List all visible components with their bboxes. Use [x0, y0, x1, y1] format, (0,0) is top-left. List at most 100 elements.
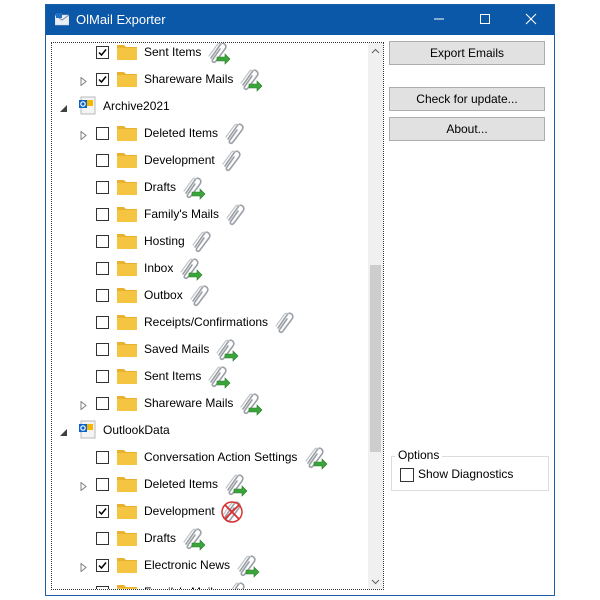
folder-checkbox[interactable] — [96, 235, 109, 248]
check-for-update-button[interactable]: Check for update... — [389, 87, 545, 111]
folder-checkbox[interactable] — [96, 370, 109, 383]
expand-arrow-icon[interactable] — [80, 129, 88, 141]
folder-checkbox[interactable] — [96, 343, 109, 356]
folder-checkbox[interactable] — [96, 289, 109, 302]
tree-folder-node[interactable]: Drafts — [52, 525, 368, 552]
folder-checkbox[interactable] — [96, 181, 109, 194]
folder-checkbox[interactable] — [96, 532, 109, 545]
tree-folder-node[interactable]: Development — [52, 498, 368, 525]
folder-label: Deleted Items — [144, 126, 219, 140]
attachment-export-icon — [205, 364, 231, 390]
options-group — [391, 456, 549, 491]
tree-folder-node[interactable]: Conversation Action Settings — [52, 444, 368, 471]
tree-folder-node[interactable]: Development — [52, 147, 368, 174]
folder-icon — [116, 555, 138, 575]
outlook-data-file-icon — [78, 95, 98, 115]
folder-checkbox[interactable] — [96, 397, 109, 410]
attachment-export-icon — [180, 526, 206, 552]
app-icon — [54, 13, 70, 26]
folder-label: Development — [144, 153, 215, 167]
maximize-button[interactable] — [462, 5, 508, 35]
scroll-down-button[interactable] — [368, 574, 383, 589]
show-diagnostics-label[interactable]: Show Diagnostics — [418, 467, 514, 481]
expand-arrow-icon[interactable] — [80, 561, 88, 573]
tree-folder-node[interactable]: Outbox — [52, 282, 368, 309]
attachment-icon — [189, 229, 215, 255]
tree-folder-node[interactable]: Sent Items — [52, 43, 368, 66]
folder-label: Inbox — [144, 261, 174, 275]
tree-folder-node[interactable]: Sent Items — [52, 363, 368, 390]
folder-checkbox[interactable] — [96, 262, 109, 275]
tree-folder-node[interactable]: Family's Mails — [52, 579, 368, 589]
folder-icon — [116, 339, 138, 359]
tree-folder-node[interactable]: Family's Mails — [52, 201, 368, 228]
tree-folder-node[interactable]: Hosting — [52, 228, 368, 255]
show-diagnostics-checkbox[interactable] — [400, 468, 414, 482]
folder-label: Deleted Items — [144, 477, 219, 491]
export-emails-button[interactable]: Export Emails — [389, 41, 545, 65]
attachment-export-icon — [234, 553, 260, 579]
folder-checkbox[interactable] — [96, 154, 109, 167]
tree-folder-node[interactable]: Deleted Items — [52, 471, 368, 498]
attachment-export-icon — [205, 43, 231, 66]
tree-folder-node[interactable]: Receipts/Confirmations — [52, 309, 368, 336]
folder-checkbox[interactable] — [96, 46, 109, 59]
maximize-icon — [479, 13, 491, 28]
attachment-icon — [223, 202, 249, 228]
attachment-export-icon — [302, 445, 328, 471]
tree-scrollbar[interactable] — [368, 43, 383, 589]
folder-label: Drafts — [144, 180, 177, 194]
folder-label: Family's Mails — [144, 585, 219, 589]
folder-checkbox[interactable] — [96, 316, 109, 329]
tree-folder-node[interactable]: Shareware Mails — [52, 66, 368, 93]
expand-arrow-icon[interactable] — [60, 102, 68, 112]
folder-checkbox[interactable] — [96, 73, 109, 86]
expand-arrow-icon[interactable] — [80, 75, 88, 87]
folder-checkbox[interactable] — [96, 478, 109, 491]
tree-folder-node[interactable]: Saved Mails — [52, 336, 368, 363]
folder-icon — [116, 528, 138, 548]
folder-label: Shareware Mails — [144, 72, 234, 86]
folder-label: Outbox — [144, 288, 183, 302]
folder-checkbox[interactable] — [96, 208, 109, 221]
tree-folder-node[interactable]: Deleted Items — [52, 120, 368, 147]
folder-checkbox[interactable] — [96, 559, 109, 572]
folder-checkbox[interactable] — [96, 451, 109, 464]
tree-store-node[interactable]: Archive2021 — [52, 93, 368, 120]
expand-arrow-icon[interactable] — [80, 399, 88, 411]
expand-arrow-icon[interactable] — [60, 426, 68, 436]
title-bar[interactable]: OlMail Exporter — [46, 5, 554, 35]
tree-folder-node[interactable]: Drafts — [52, 174, 368, 201]
folder-label: Sent Items — [144, 369, 202, 383]
tree-folder-node[interactable]: Electronic News — [52, 552, 368, 579]
tree-store-node[interactable]: OutlookData — [52, 417, 368, 444]
chevron-up-icon — [371, 48, 380, 53]
folder-icon — [116, 177, 138, 197]
folder-icon — [116, 204, 138, 224]
attachment-export-icon — [237, 67, 263, 93]
folder-icon — [116, 312, 138, 332]
folder-checkbox[interactable] — [96, 505, 109, 518]
expand-arrow-icon[interactable] — [80, 480, 88, 492]
folder-icon — [116, 393, 138, 413]
scroll-thumb[interactable] — [370, 265, 381, 452]
outlook-data-file-icon — [78, 419, 98, 439]
folder-icon — [116, 69, 138, 89]
folder-checkbox[interactable] — [96, 127, 109, 140]
close-button[interactable] — [508, 5, 554, 35]
about-button[interactable]: About... — [389, 117, 545, 141]
attachment-icon — [222, 121, 248, 147]
folder-label: Receipts/Confirmations — [144, 315, 269, 329]
scroll-up-button[interactable] — [368, 43, 383, 58]
folder-icon — [116, 43, 138, 62]
window-title: OlMail Exporter — [76, 12, 166, 27]
minimize-button[interactable] — [416, 5, 462, 35]
tree-folder-node[interactable]: Inbox — [52, 255, 368, 282]
attachment-export-icon — [237, 391, 263, 417]
attachment-export-icon — [177, 256, 203, 282]
tree-folder-node[interactable]: Shareware Mails — [52, 390, 368, 417]
attachment-export-icon — [180, 175, 206, 201]
folder-checkbox[interactable] — [96, 586, 109, 589]
